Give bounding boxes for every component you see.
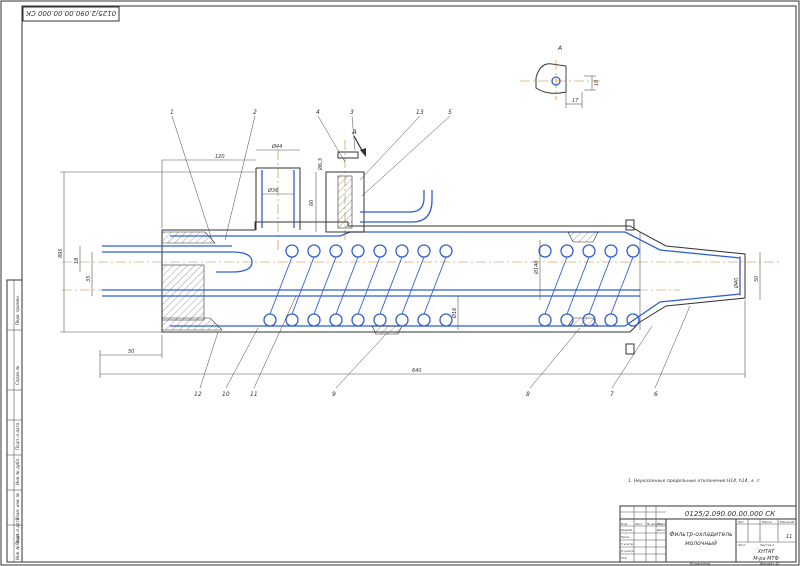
title-row-doc: № докум.: [646, 522, 662, 526]
dim-left-length: 50: [128, 349, 134, 355]
dimensions: 50 640 120 Ø44 Ø36 60 Ø6,3 895 18 35 Ø40…: [58, 143, 761, 378]
detail-view-label: А: [557, 45, 562, 52]
dim-coil-dia1: Ø140: [533, 261, 540, 275]
title-name-line2: молочный: [685, 540, 717, 547]
callout-11: 11: [250, 391, 258, 398]
dim-d18: 18: [74, 258, 80, 264]
callout-10: 10: [222, 391, 230, 398]
dim-right-dia2: 50: [754, 276, 760, 282]
rotated-code: 0125/2.090.00.00.000 СК: [25, 9, 116, 17]
strip-label-5: Взам. инв. №: [15, 493, 20, 520]
rotated-code-box: [22, 6, 120, 22]
callout-8: 8: [526, 391, 530, 398]
detail-view-a: А 17 10: [520, 45, 600, 108]
coil-links: [269, 256, 634, 315]
title-role-dev: Разраб.: [621, 528, 633, 532]
detail-dim-17: 17: [572, 98, 579, 104]
title-copied: Копировал: [690, 562, 711, 566]
dim-coil-dia2: Ø16: [451, 308, 458, 319]
title-role-approve: Утв.: [621, 556, 627, 560]
detail-dim-10: 10: [594, 80, 600, 86]
dim-pipe-dia: Ø44: [271, 143, 282, 150]
callout-1: 1: [170, 109, 174, 116]
dim-height-60: 60: [309, 200, 315, 206]
title-sheet-no: 11: [786, 534, 792, 540]
title-role-ncontr: Н.контр.: [621, 549, 634, 553]
dim-valve-dia: Ø6,3: [317, 158, 324, 171]
dim-left-height: 895: [58, 248, 64, 258]
title-lit-head: Лит.: [737, 520, 745, 524]
title-row-sign: Подп.: [657, 522, 666, 526]
dim-overall-length: 640: [412, 368, 422, 374]
dim-pipe-inner: Ø36: [267, 187, 278, 194]
strip-label-4: Инв. № дубл.: [15, 458, 20, 485]
technical-note: 1. Неуказанные предельные отклонения H14…: [628, 478, 761, 484]
valve-assembly: [325, 151, 433, 233]
title-row-date: Дата: [656, 528, 665, 532]
callout-6: 6: [654, 391, 658, 398]
inlet-tubes: [102, 245, 640, 297]
title-mass-head: Масса: [762, 520, 772, 524]
callout-9: 9: [332, 391, 336, 398]
strip-label-6: Подп. и дата: [15, 517, 20, 545]
filter-body: [161, 219, 746, 355]
callout-3: 3: [350, 109, 354, 116]
title-row-list: Лист: [634, 522, 643, 526]
callout-2: 2: [253, 109, 257, 116]
title-doc-code: 0125/2.090.00.00.000 СК: [685, 510, 776, 518]
title-format: Формат А1: [760, 562, 780, 566]
title-sheet-head: Лист: [737, 543, 746, 547]
callout-4: 4: [316, 109, 320, 116]
title-role-tcontr: Т.контр.: [621, 542, 634, 546]
vertical-pipe: [255, 167, 301, 230]
title-org-line1: ХНТАТ: [757, 549, 776, 555]
left-strip: Перв. примен. Справ. № Подп. и дата Инв.…: [6, 279, 23, 563]
callout-numbers: 1 2 4 3 13 5 12 10 11 9 8 7 6: [170, 109, 658, 398]
title-scale-head: Масштаб: [780, 520, 794, 524]
dim-d35: 35: [86, 276, 92, 282]
strip-label-1: Перв. примен.: [15, 295, 20, 325]
title-block: 0125/2.090.00.00.000 СК Фильтр-охладител…: [619, 505, 797, 563]
callout-5: 5: [448, 109, 452, 116]
section-arrow: А: [351, 128, 366, 157]
strip-label-7: Инв. № подл.: [15, 532, 20, 560]
callout-13: 13: [416, 109, 424, 116]
title-org-line2: М-ра МТФ: [753, 556, 779, 562]
dim-top-length: 120: [215, 154, 225, 160]
strip-label-3: Подп. и дата: [15, 422, 20, 450]
strip-label-2: Справ. №: [15, 366, 20, 385]
title-sheets-head: Листов 1: [759, 543, 774, 547]
coil-upper: [285, 244, 640, 258]
title-row-izm: Изм.: [621, 522, 628, 526]
title-role-check: Пров.: [621, 535, 630, 539]
dim-right-dia1: Ø40: [733, 278, 740, 289]
title-name-line1: Фильтр-охладитель: [669, 531, 733, 538]
callout-12: 12: [194, 391, 202, 398]
callout-7: 7: [610, 391, 614, 398]
section-arrow-label: А: [351, 128, 357, 136]
callout-leaders: [171, 115, 691, 389]
